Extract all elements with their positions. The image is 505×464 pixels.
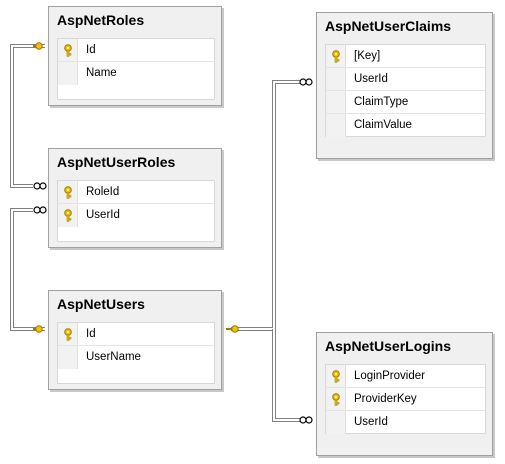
column-row[interactable]: UserId	[58, 204, 214, 227]
column-row[interactable]: ClaimValue	[326, 114, 485, 137]
infinity-end-icon	[33, 182, 47, 190]
table-title: AspNetRoles	[57, 12, 145, 28]
table-title: AspNetUserRoles	[57, 154, 176, 170]
column-grid: RoleId UserId	[57, 180, 215, 242]
row-selector	[58, 346, 78, 369]
row-selector	[58, 62, 78, 85]
column-grid: Id Name	[57, 38, 215, 100]
column-row[interactable]: Id	[58, 39, 214, 62]
column-grid: [Key] UserId ClaimType ClaimValue	[325, 44, 486, 137]
column-name: UserId	[354, 416, 388, 428]
column-grid: Id UserName	[57, 322, 215, 384]
row-selector	[58, 181, 78, 203]
key-end-icon	[226, 325, 239, 333]
primary-key-icon	[332, 370, 340, 383]
primary-key-icon	[64, 186, 72, 199]
column-row[interactable]: Id	[58, 323, 214, 346]
table-aspnetuserlogins[interactable]: AspNetUserLogins LoginProvider	[316, 332, 493, 456]
column-row[interactable]: ProviderKey	[326, 388, 485, 411]
table-title: AspNetUserClaims	[325, 18, 452, 34]
key-end-icon	[33, 42, 43, 50]
table-aspnetuserroles[interactable]: AspNetUserRoles RoleId	[48, 148, 222, 248]
column-row[interactable]: UserId	[326, 411, 485, 434]
column-grid: LoginProvider ProviderKey UserId	[325, 364, 486, 434]
relation-roles-userroles[interactable]	[10, 42, 47, 190]
row-selector	[326, 45, 346, 67]
column-name: [Key]	[354, 50, 381, 62]
column-row[interactable]: UserId	[326, 68, 485, 91]
primary-key-icon	[64, 44, 72, 57]
row-selector	[326, 411, 346, 434]
infinity-end-icon	[299, 416, 313, 424]
column-row[interactable]: RoleId	[58, 181, 214, 204]
table-aspnetuserclaims[interactable]: AspNetUserClaims [Key] UserId	[316, 12, 493, 159]
row-selector	[326, 114, 346, 137]
column-name: UserId	[86, 209, 120, 221]
column-row[interactable]: LoginProvider	[326, 365, 485, 388]
row-selector	[326, 91, 346, 113]
row-selector	[326, 68, 346, 90]
row-selector	[58, 323, 78, 345]
key-end-icon	[33, 325, 43, 333]
primary-key-icon	[64, 328, 72, 341]
column-row[interactable]: [Key]	[326, 45, 485, 68]
column-name: ProviderKey	[354, 393, 417, 405]
row-selector	[58, 39, 78, 61]
row-selector	[58, 204, 78, 227]
primary-key-icon	[64, 209, 72, 222]
infinity-end-icon	[299, 78, 313, 86]
primary-key-icon	[332, 393, 340, 406]
primary-key-icon	[332, 50, 340, 63]
column-name: Name	[86, 67, 117, 79]
row-selector	[326, 388, 346, 410]
column-name: UserId	[354, 73, 388, 85]
column-name: ClaimValue	[354, 119, 412, 131]
column-name: ClaimType	[354, 96, 409, 108]
relation-users-userroles[interactable]	[10, 206, 47, 333]
infinity-end-icon	[33, 206, 47, 214]
column-name: Id	[86, 328, 96, 340]
table-title: AspNetUsers	[57, 296, 145, 312]
column-name: Id	[86, 44, 96, 56]
column-name: LoginProvider	[354, 370, 425, 382]
table-aspnetusers[interactable]: AspNetUsers Id UserName	[48, 290, 222, 390]
column-name: RoleId	[86, 186, 120, 198]
column-row[interactable]: UserName	[58, 346, 214, 369]
column-name: UserName	[86, 351, 141, 363]
table-aspnetroles[interactable]: AspNetRoles Id Name	[48, 6, 222, 106]
column-row[interactable]: Name	[58, 62, 214, 85]
row-selector	[326, 365, 346, 387]
relation-users-claims-logins[interactable]	[226, 78, 313, 424]
column-row[interactable]: ClaimType	[326, 91, 485, 114]
table-title: AspNetUserLogins	[325, 338, 452, 354]
